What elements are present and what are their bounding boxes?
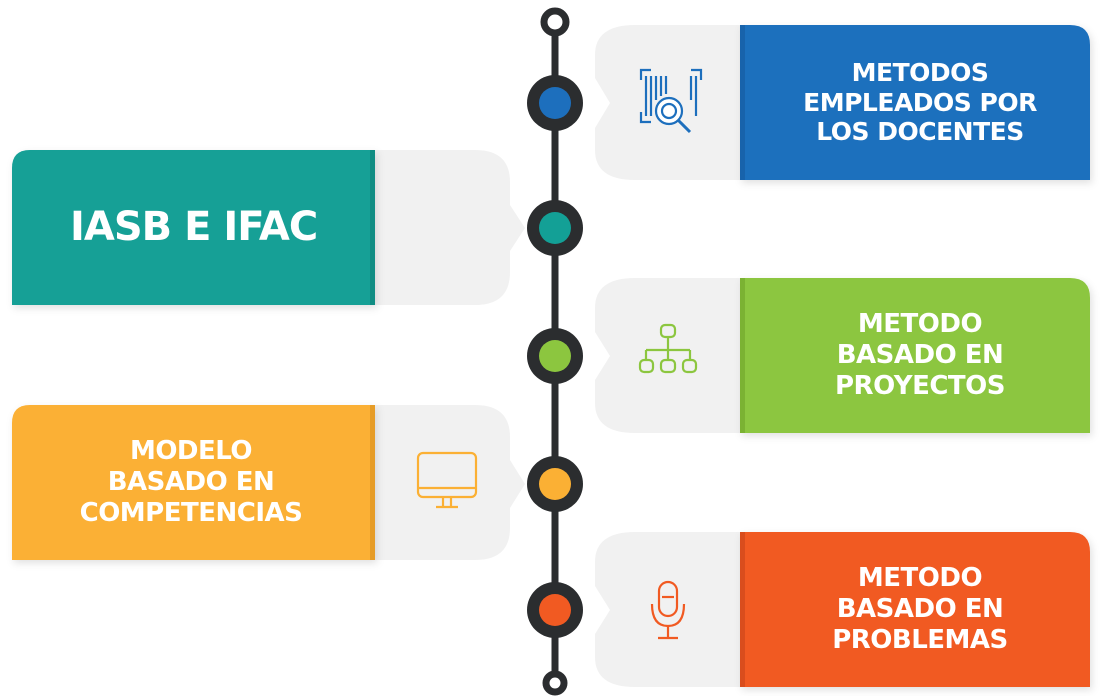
label-line: METODO — [857, 563, 983, 594]
label-line: EMPLEADOS POR — [803, 87, 1037, 117]
hierarchy-icon — [638, 323, 698, 374]
label-line: BASADO EN — [107, 467, 275, 498]
box-modelo-competencias — [12, 405, 375, 560]
box-metodos-empleados — [740, 25, 1090, 180]
label-line: IASB E IFAC — [70, 203, 318, 250]
label-line: LOS DOCENTES — [816, 117, 1024, 147]
label-metodo-problemas: METODO BASADO EN PROBLEMAS — [750, 532, 1090, 687]
card-bg-4 — [370, 405, 525, 560]
label-line: BASADO EN — [836, 594, 1004, 625]
label-line: COMPETENCIAS — [79, 497, 303, 528]
label-line: BASADO EN — [836, 340, 1004, 371]
label-iasb-ifac: IASB E IFAC — [12, 150, 370, 305]
label-metodos-empleados: METODOS EMPLEADOS POR LOS DOCENTES — [750, 25, 1090, 180]
microphone-icon — [650, 580, 686, 640]
label-line: METODO — [857, 309, 983, 340]
timeline-node-1 — [527, 75, 583, 131]
card-bg-3 — [595, 278, 760, 433]
timeline-node-2 — [527, 200, 583, 256]
box-metodo-problemas — [740, 532, 1090, 687]
label-modelo-competencias: MODELO BASADO EN COMPETENCIAS — [12, 405, 370, 560]
card-bg-2 — [370, 150, 525, 305]
timeline-node-4 — [527, 456, 583, 512]
label-metodo-proyectos: METODO BASADO EN PROYECTOS — [750, 278, 1090, 433]
label-line: PROYECTOS — [835, 370, 1005, 401]
timeline-node-3 — [527, 328, 583, 384]
box-metodo-proyectos — [740, 278, 1090, 433]
label-line: MODELO — [129, 436, 253, 467]
monitor-icon — [416, 451, 478, 509]
box-iasb-ifac — [12, 150, 375, 305]
timeline-node-5 — [527, 582, 583, 638]
barcode-search-icon — [639, 68, 703, 134]
label-line: PROBLEMAS — [832, 624, 1008, 655]
label-line: METODOS — [851, 58, 989, 88]
